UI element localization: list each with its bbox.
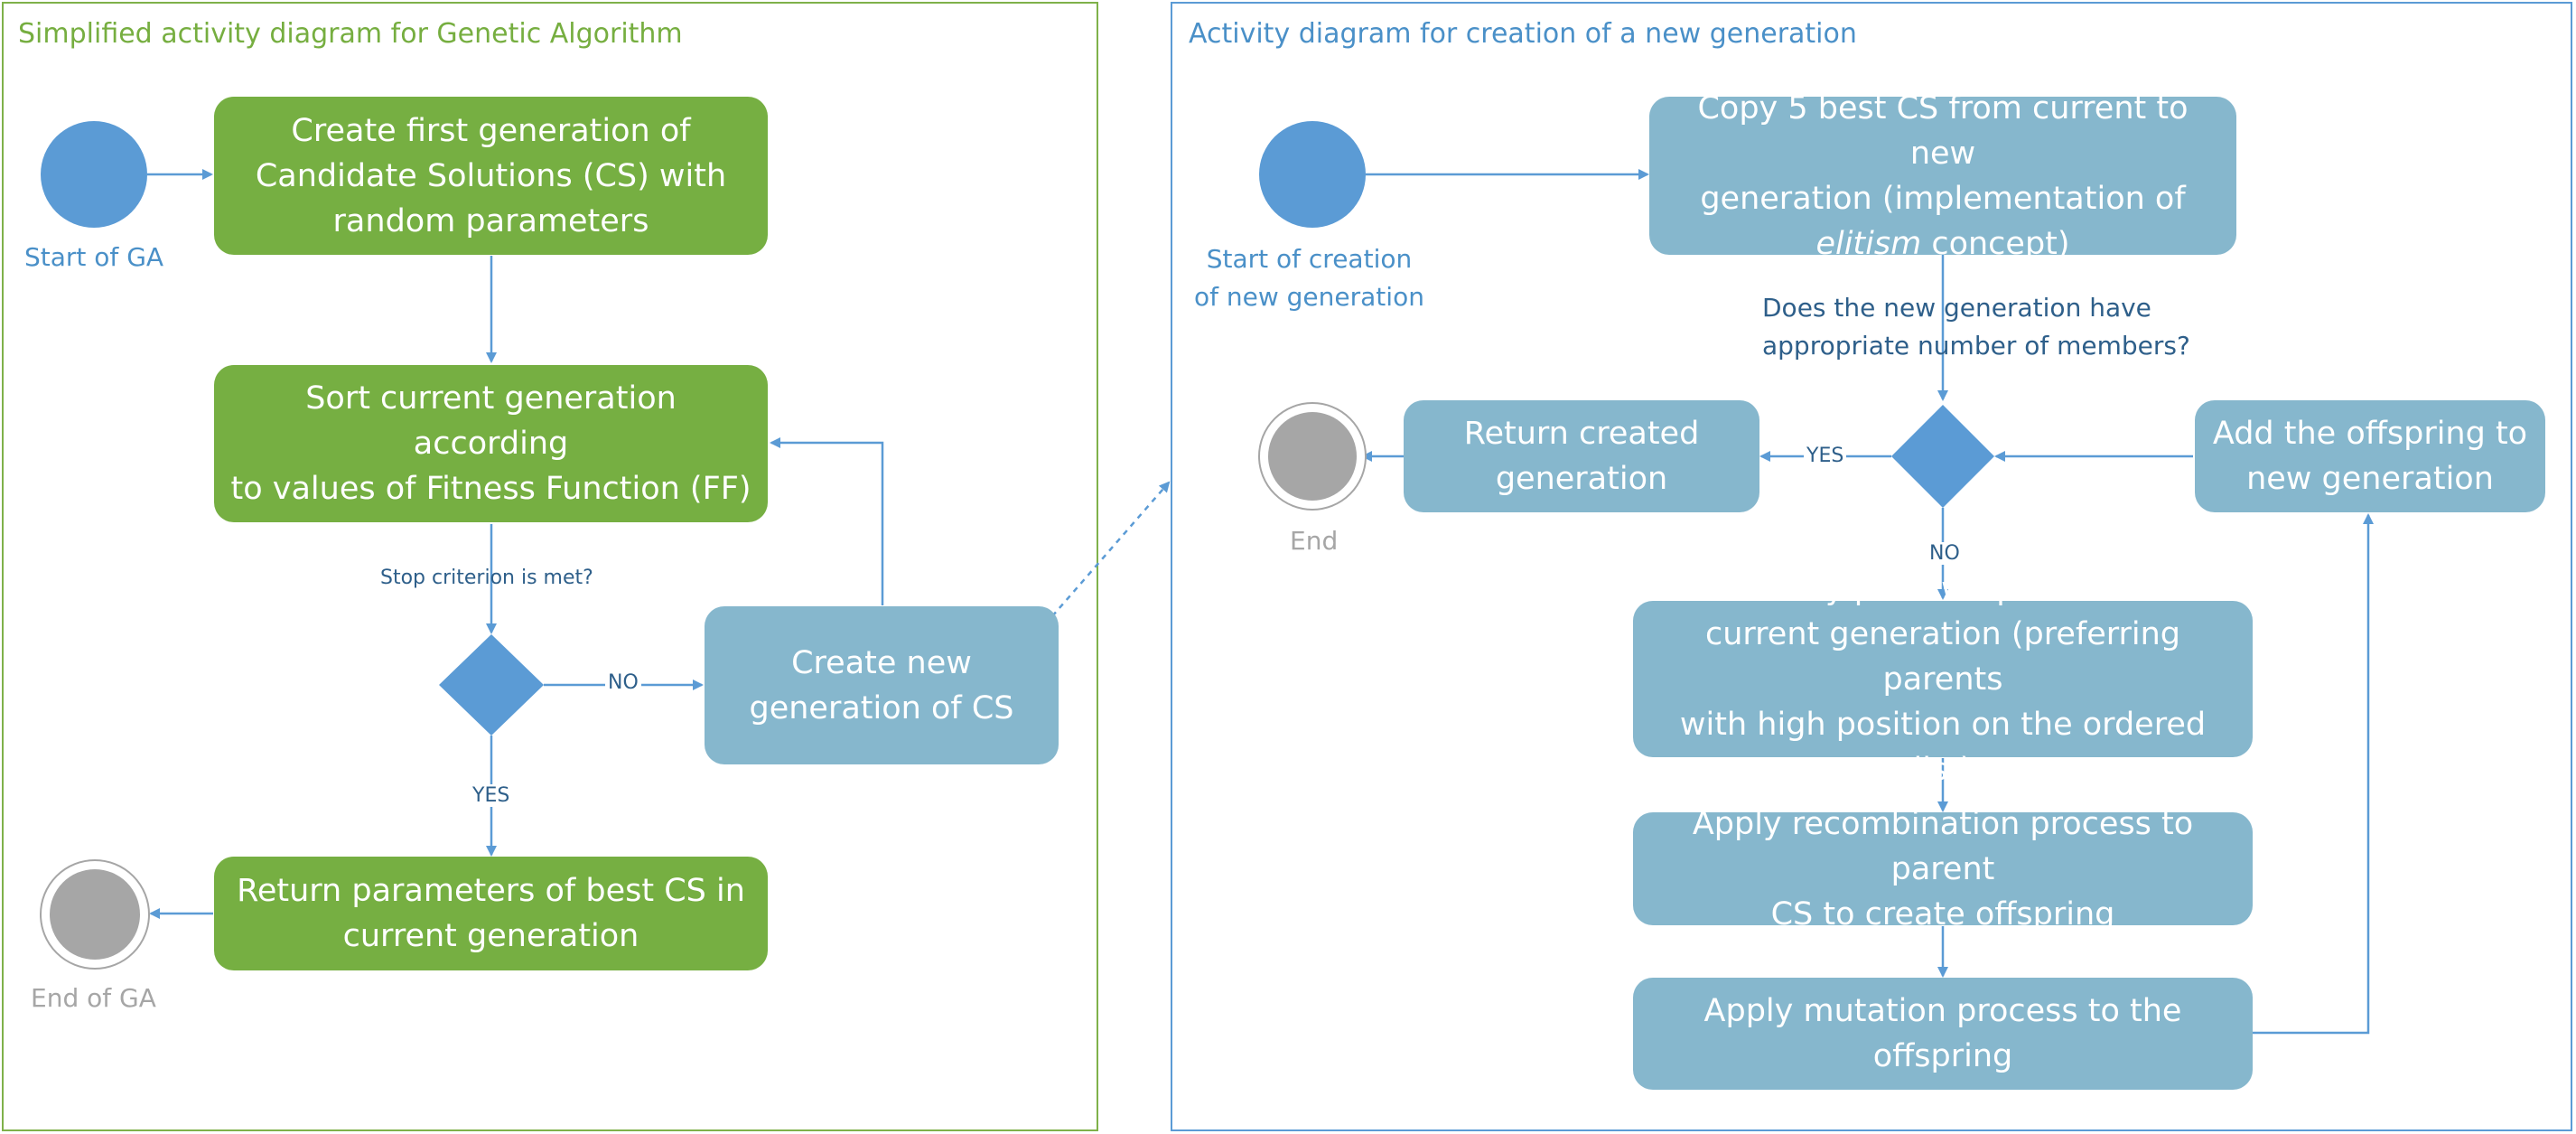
stop-yes-label: YES — [470, 784, 513, 807]
copy-best-line-3: elitism concept) — [1662, 221, 2224, 267]
copy-best-line-1: Copy 5 best CS from current to new — [1697, 89, 2189, 172]
start-label-new-generation: Start of creation of new generation — [1194, 240, 1424, 316]
create-first-line-2: Candidate Solutions (CS) with — [255, 157, 727, 194]
return-params-line-1: Return parameters of best CS in — [237, 873, 745, 909]
create-first-line-3: random parameters — [332, 202, 649, 239]
end-label-new-generation: End — [1290, 526, 1339, 556]
pick-parents-line-3: with high position on the ordered list) — [1679, 706, 2207, 788]
create-first-generation-box: Create first generation of Candidate Sol… — [214, 97, 768, 255]
members-question-line-1: Does the new generation have — [1762, 293, 2151, 323]
return-created-line-2: generation — [1495, 461, 1668, 497]
members-question: Does the new generation have appropriate… — [1762, 289, 2190, 365]
mutation-line-1: Apply mutation process to the — [1703, 993, 2182, 1029]
mutation-box: Apply mutation process to the offspring — [1633, 978, 2253, 1090]
return-created-line-1: Return created — [1463, 416, 1700, 452]
decision-diamond-stop — [439, 634, 544, 736]
add-offspring-line-1: Add the offspring to — [2212, 416, 2528, 452]
return-params-line-2: current generation — [342, 918, 639, 954]
members-yes-label: YES — [1804, 445, 1847, 467]
stop-criterion-question: Stop criterion is met? — [380, 567, 593, 589]
pick-parents-line-1: Randomly pick two parents from — [1685, 570, 2200, 607]
start-label-new-generation-line-2: of new generation — [1194, 282, 1424, 312]
copy-best-line-3-rest: concept) — [1921, 225, 2070, 262]
recombination-line-1: Apply recombination process to parent — [1692, 805, 2194, 887]
start-node-ga — [41, 121, 147, 228]
dotted-link-to-detail — [1051, 481, 1171, 617]
recombination-line-2: CS to create offspring — [1770, 895, 2115, 933]
decision-diamond-members — [1891, 405, 1994, 508]
left-panel-title: Simplified activity diagram for Genetic … — [18, 18, 683, 50]
start-label-ga: Start of GA — [24, 242, 164, 272]
pick-parents-box: Randomly pick two parents from current g… — [1633, 571, 2253, 788]
start-node-new-generation — [1259, 121, 1366, 228]
create-new-generation-box: Create new generation of CS — [705, 606, 1059, 764]
add-offspring-box: Add the offspring to new generation — [2195, 400, 2545, 512]
end-node-ga-core — [50, 869, 140, 960]
end-label-ga: End of GA — [31, 983, 156, 1013]
sort-current-line-2: to values of Fitness Function (FF) — [230, 471, 751, 507]
right-panel-title: Activity diagram for creation of a new g… — [1189, 18, 1857, 50]
right-panel-frame — [1171, 2, 2572, 1131]
recombination-box: Apply recombination process to parent CS… — [1633, 806, 2253, 933]
add-offspring-line-2: new generation — [2246, 461, 2494, 497]
arrow-create-new-to-sort — [770, 437, 884, 605]
members-no-label: NO — [1927, 542, 1963, 565]
members-question-line-2: appropriate number of members? — [1762, 331, 2190, 361]
return-parameters-box: Return parameters of best CS in current … — [214, 857, 768, 970]
start-label-new-generation-line-1: Start of creation — [1206, 244, 1413, 274]
elitism-term: elitism — [1815, 225, 1922, 262]
pick-parents-line-2: current generation (preferring parents — [1704, 615, 2181, 698]
sort-current-generation-box: Sort current generation according to val… — [214, 365, 768, 522]
copy-best-line-2: generation (implementation of — [1700, 180, 2186, 217]
sort-current-line-1: Sort current generation according — [305, 380, 677, 462]
mutation-line-2: offspring — [1872, 1038, 2013, 1074]
arrow-mutation-to-add-offspring — [2253, 513, 2374, 1035]
create-first-line-1: Create first generation of — [291, 112, 691, 149]
return-created-generation-box: Return created generation — [1404, 400, 1759, 512]
left-panel-frame — [2, 2, 1098, 1131]
end-node-new-generation-core — [1268, 412, 1357, 501]
copy-best-cs-box: Copy 5 best CS from current to new gener… — [1649, 90, 2236, 262]
create-new-line-2: generation of CS — [749, 689, 1014, 726]
create-new-line-1: Create new — [791, 644, 972, 681]
stop-no-label: NO — [605, 671, 641, 694]
